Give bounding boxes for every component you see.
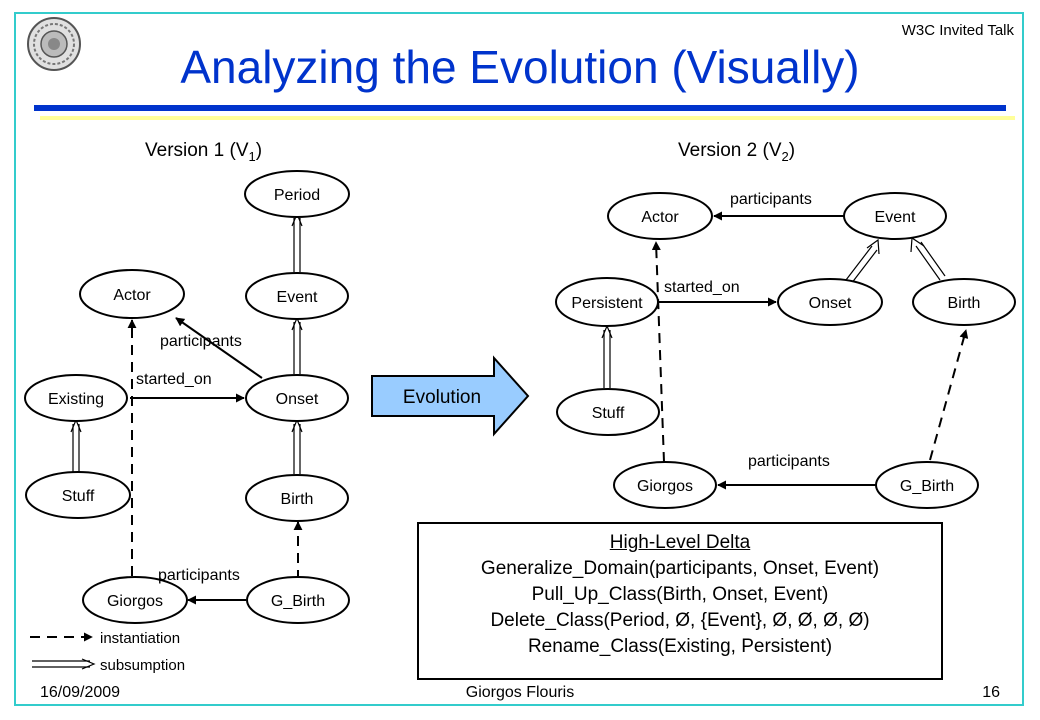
- svg-text:Onset: Onset: [276, 391, 319, 408]
- version-1-label: Version 1 (V1): [145, 140, 263, 164]
- v1-node-onset: Onset: [245, 374, 349, 422]
- legend-subsumption-arrow: [32, 658, 96, 670]
- v1-label-participants-bottom: participants: [158, 567, 240, 584]
- svg-text:Evolution: Evolution: [403, 387, 481, 408]
- v2-label-participants-bottom: participants: [748, 453, 830, 470]
- title-underline-blue: [34, 105, 1006, 111]
- v2-node-g-birth: G_Birth: [875, 461, 979, 509]
- v1-node-giorgos: Giorgos: [82, 576, 188, 624]
- v2-label-started-on: started_on: [664, 279, 740, 296]
- legend-subsumption-label: subsumption: [100, 657, 185, 674]
- v2-node-birth: Birth: [912, 278, 1016, 326]
- v1-subsumption-stuff-existing: [70, 418, 82, 472]
- v1-subsumption-birth-onset: [291, 418, 303, 474]
- slide-frame: [14, 12, 1024, 706]
- svg-text:Actor: Actor: [113, 287, 151, 304]
- v2-node-onset: Onset: [777, 278, 883, 326]
- v1-node-event: Event: [245, 272, 349, 320]
- v1-node-stuff: Stuff: [25, 471, 131, 519]
- svg-text:G_Birth: G_Birth: [900, 478, 954, 495]
- delta-line: Pull_Up_Class(Birth, Onset, Event): [531, 584, 829, 605]
- legend-instantiation-label: instantiation: [100, 630, 180, 647]
- evolution-arrow: Evolution: [371, 355, 530, 437]
- footer-date: 16/09/2009: [40, 684, 121, 701]
- delta-heading: High-Level Delta: [609, 532, 751, 553]
- svg-text:Existing: Existing: [48, 391, 104, 408]
- version-2-label: Version 2 (V2): [678, 140, 796, 164]
- svg-text:Birth: Birth: [948, 295, 981, 312]
- delta-line: Delete_Class(Period, Ø, {Event}, Ø, Ø, Ø…: [490, 610, 870, 631]
- delta-line: Rename_Class(Existing, Persistent): [527, 636, 833, 657]
- v1-edge-participants: [175, 317, 263, 379]
- v1-node-existing: Existing: [24, 374, 128, 422]
- svg-text:Event: Event: [875, 209, 916, 226]
- event-name: W3C Invited Talk: [901, 22, 1014, 39]
- delta-line: Generalize_Domain(participants, Onset, E…: [480, 558, 880, 579]
- footer-author: Giorgos Flouris: [465, 684, 575, 701]
- v1-node-actor: Actor: [79, 269, 185, 319]
- v2-subsumption-stuff-persistent: [601, 324, 613, 388]
- v1-subsumption-event-period: [291, 212, 303, 272]
- svg-text:Period: Period: [274, 187, 320, 204]
- svg-text:G_Birth: G_Birth: [271, 593, 325, 610]
- v2-node-actor: Actor: [607, 192, 713, 240]
- v1-node-period: Period: [244, 170, 350, 218]
- v2-instantiation-giorgos-actor: [651, 241, 665, 463]
- v2-instantiation-gbirth-birth: [929, 329, 969, 461]
- v2-node-stuff: Stuff: [556, 388, 660, 436]
- svg-text:Birth: Birth: [281, 491, 314, 508]
- svg-text:Actor: Actor: [641, 209, 679, 226]
- university-seal-logo: [27, 17, 81, 71]
- v2-label-participants: participants: [730, 191, 812, 208]
- v1-subsumption-onset-event: [291, 316, 303, 374]
- v2-subsumption-onset-event: [845, 238, 880, 285]
- v1-label-participants: participants: [160, 333, 242, 350]
- svg-text:Giorgos: Giorgos: [107, 593, 163, 610]
- v2-node-persistent: Persistent: [555, 277, 659, 327]
- svg-text:Stuff: Stuff: [62, 488, 95, 505]
- svg-text:Giorgos: Giorgos: [637, 478, 693, 495]
- svg-text:Persistent: Persistent: [571, 295, 643, 312]
- high-level-delta-box: High-Level Delta Generalize_Domain(parti…: [417, 522, 943, 680]
- v2-node-giorgos: Giorgos: [613, 461, 717, 509]
- v1-node-birth: Birth: [245, 474, 349, 522]
- svg-text:Onset: Onset: [809, 295, 852, 312]
- title-underline-yellow: [40, 116, 1015, 120]
- v1-label-started-on: started_on: [136, 371, 212, 388]
- page-number: 16: [982, 684, 1000, 701]
- svg-text:Event: Event: [277, 289, 318, 306]
- v1-node-g-birth: G_Birth: [246, 576, 350, 624]
- slide-title: Analyzing the Evolution (Visually): [180, 41, 860, 93]
- v2-node-event: Event: [843, 192, 947, 240]
- svg-text:Stuff: Stuff: [592, 405, 625, 422]
- v2-subsumption-birth-event: [910, 236, 946, 281]
